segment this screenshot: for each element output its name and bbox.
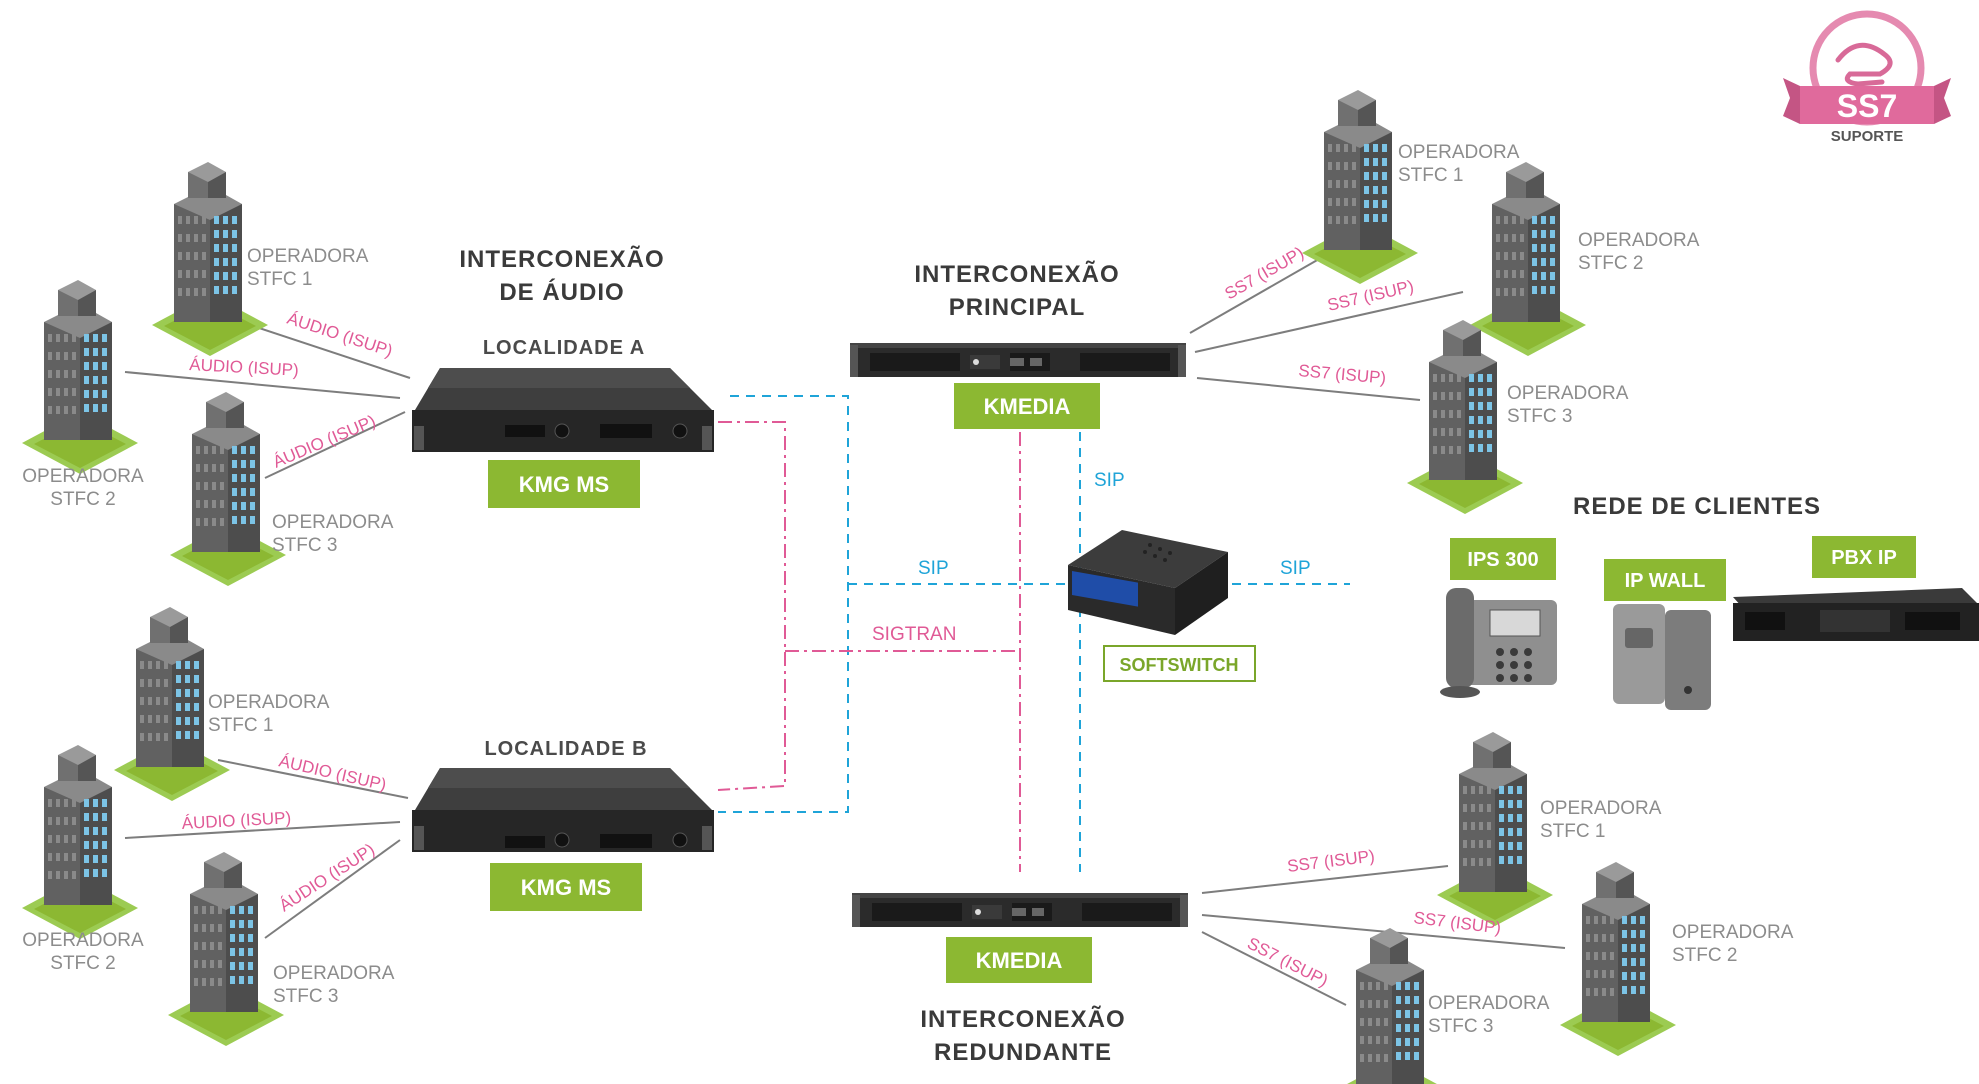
ips300-label: IPS 300 xyxy=(1467,549,1538,571)
pbx-ip-device[interactable] xyxy=(1733,588,1979,641)
link-label-ss7-r3: SS7 (ISUP) xyxy=(1244,934,1331,991)
ss7-links xyxy=(1189,246,1566,1006)
building-icon-p2 xyxy=(1470,162,1586,356)
operator-p2-line2: STFC 2 xyxy=(1578,253,1643,274)
kmedia-principal-device[interactable] xyxy=(850,343,1186,377)
link-label-ss7-p3: SS7 (ISUP) xyxy=(1298,361,1387,388)
link-label-ss7-p2: SS7 (ISUP) xyxy=(1326,277,1416,315)
link-label-audio-a2: ÁUDIO (ISUP) xyxy=(189,355,299,380)
operator-p1-line1: OPERADORA xyxy=(1398,142,1520,163)
operator-b3-line1: OPERADORA xyxy=(273,963,395,984)
operator-p3-line2: STFC 3 xyxy=(1507,406,1572,427)
operator-b2-line2: STFC 2 xyxy=(50,953,115,974)
operator-b1-line1: OPERADORA xyxy=(208,692,330,713)
heading-audio-line1: INTERCONEXÃO xyxy=(459,245,664,273)
kmedia-redundante-badge xyxy=(946,937,1092,983)
building-icon-p3 xyxy=(1407,320,1523,514)
heading-redundante-line2: REDUNDANTE xyxy=(934,1039,1112,1066)
pbxip-badge xyxy=(1812,536,1916,578)
operator-a1-line1: OPERADORA xyxy=(247,246,369,267)
heading-principal-line1: INTERCONEXÃO xyxy=(914,260,1119,288)
kmg-ms-a-badge xyxy=(488,460,640,508)
link-label-audio-b1: ÁUDIO (ISUP) xyxy=(277,751,388,794)
localidade-a-label: LOCALIDADE A xyxy=(483,337,645,359)
heading-principal-line2: PRINCIPAL xyxy=(949,294,1086,321)
link-label-sip-clients: SIP xyxy=(1280,558,1311,579)
building-icon-b2 xyxy=(22,745,138,939)
building-icon-p1 xyxy=(1302,90,1418,284)
kmg-ms-a-device[interactable] xyxy=(412,368,714,452)
sip-links xyxy=(718,395,1350,872)
operator-p2-line1: OPERADORA xyxy=(1578,230,1700,251)
operator-p3-line1: OPERADORA xyxy=(1507,383,1629,404)
building-icon-r2 xyxy=(1560,862,1676,1056)
link-label-audio-a1: ÁUDIO (ISUP) xyxy=(285,309,395,361)
heading-rede-clientes: REDE DE CLIENTES xyxy=(1573,493,1821,520)
kmedia-principal-label: KMEDIA xyxy=(984,394,1071,419)
link-label-audio-a3: ÁUDIO (ISUP) xyxy=(270,411,378,471)
building-icon-a3 xyxy=(170,392,286,586)
ss7-suporte-logo: SS7 SUPORTE xyxy=(1783,10,1951,145)
kmedia-redundante-label: KMEDIA xyxy=(976,948,1063,973)
operator-b3-line2: STFC 3 xyxy=(273,986,338,1007)
operator-a2-line2: STFC 2 xyxy=(50,489,115,510)
operator-r3-line1: OPERADORA xyxy=(1428,993,1550,1014)
operator-a1-line2: STFC 1 xyxy=(247,269,312,290)
link-label-sip-gateway: SIP xyxy=(918,558,949,579)
pbxip-label: PBX IP xyxy=(1831,547,1897,569)
operator-r2-line2: STFC 2 xyxy=(1672,945,1737,966)
ip-phone-device[interactable] xyxy=(1440,588,1557,698)
kmg-ms-b-badge xyxy=(490,863,642,911)
sigtran-links xyxy=(717,421,1021,872)
link-label-audio-b3: ÁUDIO (ISUP) xyxy=(276,840,378,916)
kmedia-redundante-device[interactable] xyxy=(852,893,1188,927)
operator-a2-line1: OPERADORA xyxy=(22,466,144,487)
link-label-sip-kmedia: SIP xyxy=(1094,470,1125,491)
link-label-ss7-r1: SS7 (ISUP) xyxy=(1286,846,1376,876)
operator-r2-line1: OPERADORA xyxy=(1672,922,1794,943)
ips300-badge xyxy=(1450,538,1556,580)
audio-links xyxy=(124,324,411,939)
link-label-sigtran: SIGTRAN xyxy=(872,624,956,645)
operator-r3-line2: STFC 3 xyxy=(1428,1016,1493,1037)
operator-r1-line2: STFC 1 xyxy=(1540,821,1605,842)
operator-r1-line1: OPERADORA xyxy=(1540,798,1662,819)
heading-redundante-line1: INTERCONEXÃO xyxy=(920,1005,1125,1033)
kmedia-principal-badge xyxy=(954,383,1100,429)
localidade-b-label: LOCALIDADE B xyxy=(484,738,647,760)
softswitch-device[interactable] xyxy=(1068,530,1228,635)
logo-text: SS7 xyxy=(1837,88,1897,124)
logo-subtitle: SUPORTE xyxy=(1831,128,1904,145)
ipwall-label: IP WALL xyxy=(1625,570,1706,592)
kmg-ms-a-label: KMG MS xyxy=(519,472,609,497)
softswitch-label: SOFTSWITCH xyxy=(1120,655,1239,675)
operator-a3-line2: STFC 3 xyxy=(272,535,337,556)
heading-audio-line2: DE ÁUDIO xyxy=(499,278,624,306)
building-icon-a2 xyxy=(22,280,138,474)
operator-a3-line1: OPERADORA xyxy=(272,512,394,533)
building-icon-r1 xyxy=(1437,732,1553,926)
operator-b1-line2: STFC 1 xyxy=(208,715,273,736)
operator-b2-line1: OPERADORA xyxy=(22,930,144,951)
operator-p1-line2: STFC 1 xyxy=(1398,165,1463,186)
building-icon-b3 xyxy=(168,852,284,1046)
ip-wall-device[interactable] xyxy=(1613,604,1711,710)
softswitch-badge xyxy=(1103,645,1256,682)
kmg-ms-b-device[interactable] xyxy=(412,768,714,852)
ipwall-badge xyxy=(1604,559,1726,601)
kmg-ms-b-label: KMG MS xyxy=(521,875,611,900)
